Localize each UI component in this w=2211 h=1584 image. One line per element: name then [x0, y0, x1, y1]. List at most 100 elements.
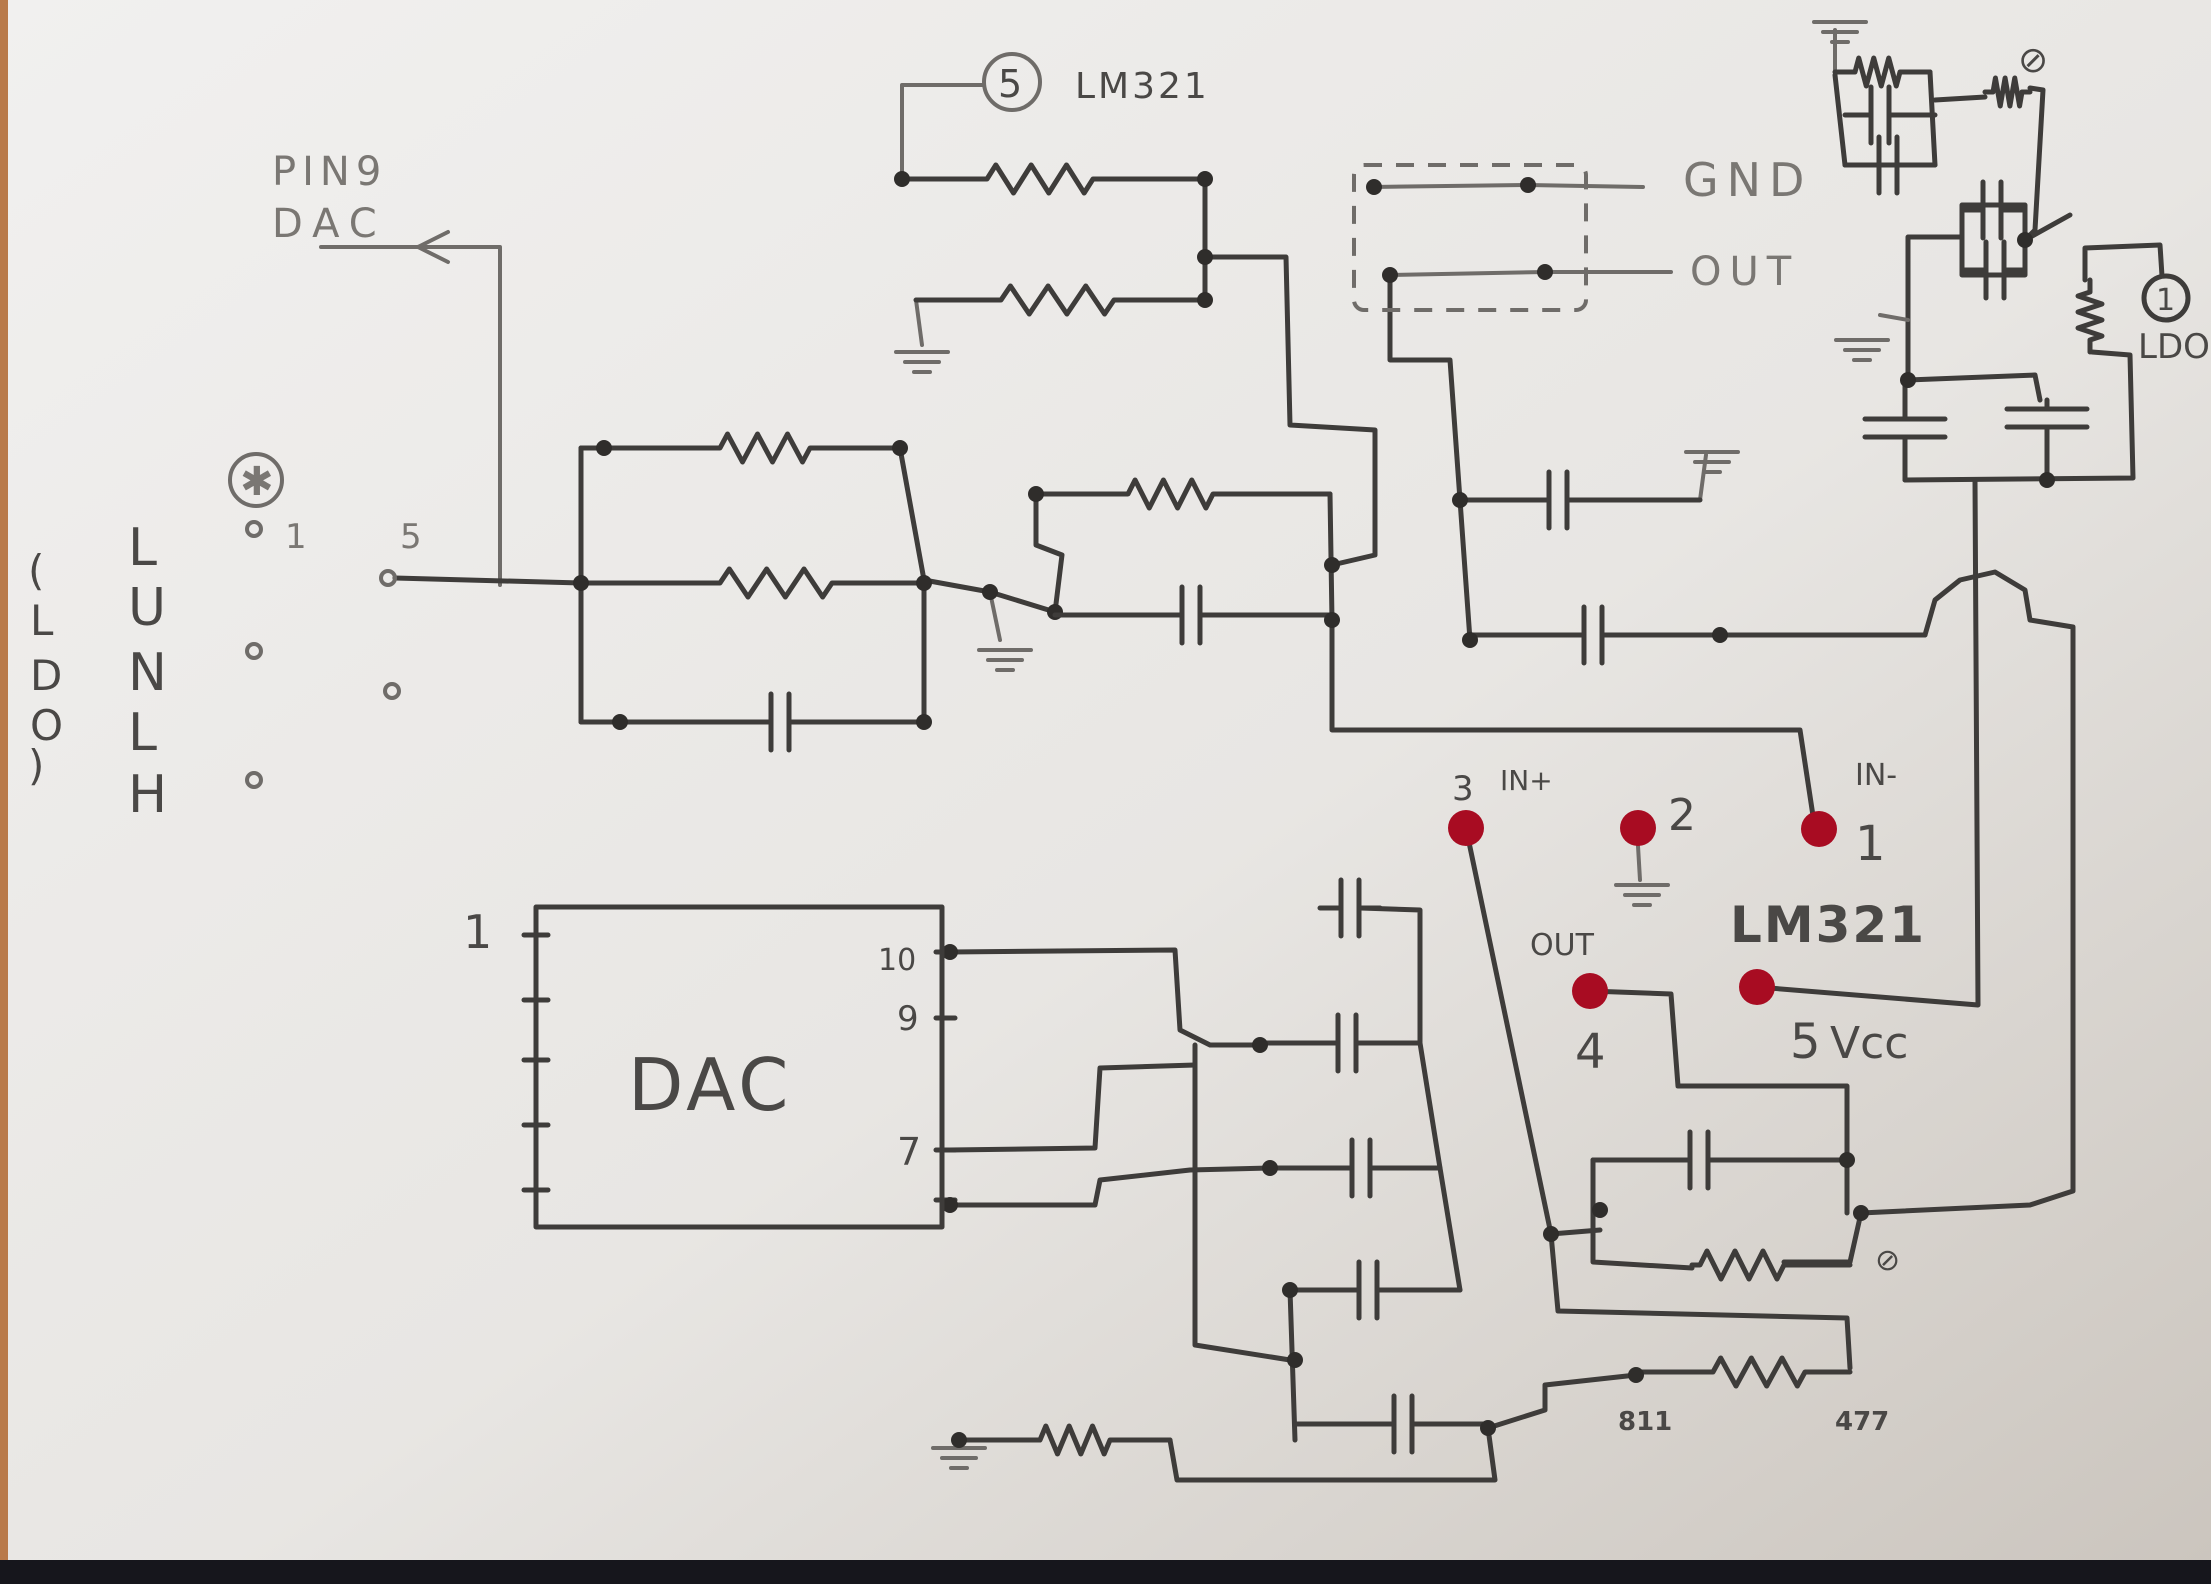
null-mark: ⊘ [1875, 1243, 1900, 1278]
junction-dot [1287, 1352, 1303, 1368]
wire [392, 575, 584, 586]
wire [914, 298, 924, 347]
svg-text:): ) [28, 741, 44, 790]
svg-text:L: L [128, 518, 157, 578]
wire [1932, 94, 1988, 103]
opamp-pin-4 [1572, 973, 1608, 1009]
junction-dot [1047, 604, 1063, 620]
dac-pin10-label: 10 [878, 943, 916, 978]
wire [1781, 1210, 1864, 1265]
junction-dot [1252, 1037, 1268, 1053]
resistor-symbol [913, 283, 1208, 317]
junction-dot [1028, 486, 1044, 502]
resistor-811-label: 811 [1618, 1407, 1672, 1437]
wire [2082, 242, 2165, 283]
junction-dot [1197, 292, 1213, 308]
resistor-symbol [1832, 55, 1933, 89]
opamp-pin-3 [1448, 810, 1484, 846]
wire [947, 1165, 1273, 1208]
capacitor-symbol [1292, 1393, 1491, 1455]
wire [1387, 272, 1473, 643]
capacitor-symbol [1959, 179, 2028, 241]
junction-dot [612, 714, 628, 730]
junction-dot [1480, 1420, 1496, 1436]
wire [1902, 349, 2136, 483]
junction-dot [1324, 612, 1340, 628]
capacitor-symbol [1287, 1259, 1463, 1321]
svg-text:L: L [30, 596, 54, 645]
junction-dot [2039, 472, 2055, 488]
wire [1832, 69, 1938, 168]
wire [1754, 477, 1981, 1008]
wire [1327, 491, 1335, 623]
resistor-symbol [1982, 75, 2033, 109]
wire [947, 947, 1263, 1048]
ground-icon [1614, 883, 1670, 907]
ldo-circle-number-text: 1 [2156, 283, 2175, 318]
resistor-symbol [1689, 1248, 1853, 1282]
connector-pin [379, 569, 397, 587]
capacitor-symbol [1842, 134, 1938, 196]
junction-dot [1537, 264, 1553, 280]
connector-pin [245, 771, 263, 789]
arrow-icon [416, 230, 450, 264]
wire [1858, 569, 2076, 1216]
shield-gnd-label: GND [1683, 153, 1812, 207]
arrow-icon [2022, 212, 2073, 243]
marker-asterisk: ✱ [240, 459, 274, 505]
dac-chip [533, 904, 945, 1230]
dac-ref-label: DAC [272, 201, 387, 247]
wire [319, 245, 502, 587]
svg-text:L: L [128, 703, 157, 763]
resistor-477-label: 477 [1835, 1407, 1889, 1437]
junction-dot [916, 575, 932, 591]
capacitor-symbol [578, 691, 927, 753]
ldo-label: LDO [2138, 327, 2210, 367]
capacitor-symbol [1467, 604, 1928, 666]
junction-dot [1197, 171, 1213, 187]
wire [1878, 313, 1910, 322]
wire [1905, 234, 1965, 383]
top-circle-number [982, 52, 1042, 112]
junction-dot [1366, 179, 1382, 195]
junction-dot [982, 584, 998, 600]
svg-text:N: N [128, 643, 167, 703]
wire [1192, 1042, 1293, 1363]
top-circle-number-text: 5 [998, 62, 1022, 106]
capacitor-symbol [1959, 239, 2028, 301]
resistor-symbol [997, 1423, 1173, 1457]
wire [1329, 617, 1818, 832]
opamp-pin3-num: 3 [1452, 769, 1474, 809]
pin9-label: PIN9 [272, 149, 387, 195]
wire [1485, 1372, 1639, 1431]
table-edge-bottom [0, 1560, 2211, 1584]
junction-dot [1324, 557, 1340, 573]
resistor-symbol [578, 431, 903, 465]
wire [1587, 988, 1850, 1216]
junction-dot [1282, 1282, 1298, 1298]
capacitor-symbol [1052, 584, 1335, 646]
opamp-pin5-name: Vcc [1830, 1018, 1908, 1069]
junction-dot [892, 440, 908, 456]
junction-dot [1712, 627, 1728, 643]
capacitor-symbol [1457, 469, 1703, 531]
junction-dot [1462, 632, 1478, 648]
wire [1636, 844, 1642, 882]
wire [1959, 202, 2028, 278]
wire [1167, 1425, 1498, 1483]
opamp-pin5-num: 5 [1790, 1014, 1821, 1070]
svg-text:O: O [30, 701, 63, 750]
opamp-chip-label: LM321 [1730, 896, 1926, 954]
wire [1033, 491, 1065, 615]
ground-icon [977, 648, 1033, 672]
top-chip-label: LM321 [1075, 66, 1210, 107]
opamp-pin-1 [1801, 811, 1837, 847]
resistor-symbol [899, 162, 1208, 196]
resistor-symbol [1033, 477, 1333, 511]
dac-pin1-label: 1 [463, 905, 492, 959]
rotated-chip-label: L U N L H [128, 518, 167, 825]
junction-dot [951, 1432, 967, 1448]
junction-dot [1628, 1367, 1644, 1383]
junction-dot [1452, 492, 1468, 508]
wire [1548, 1231, 1853, 1371]
